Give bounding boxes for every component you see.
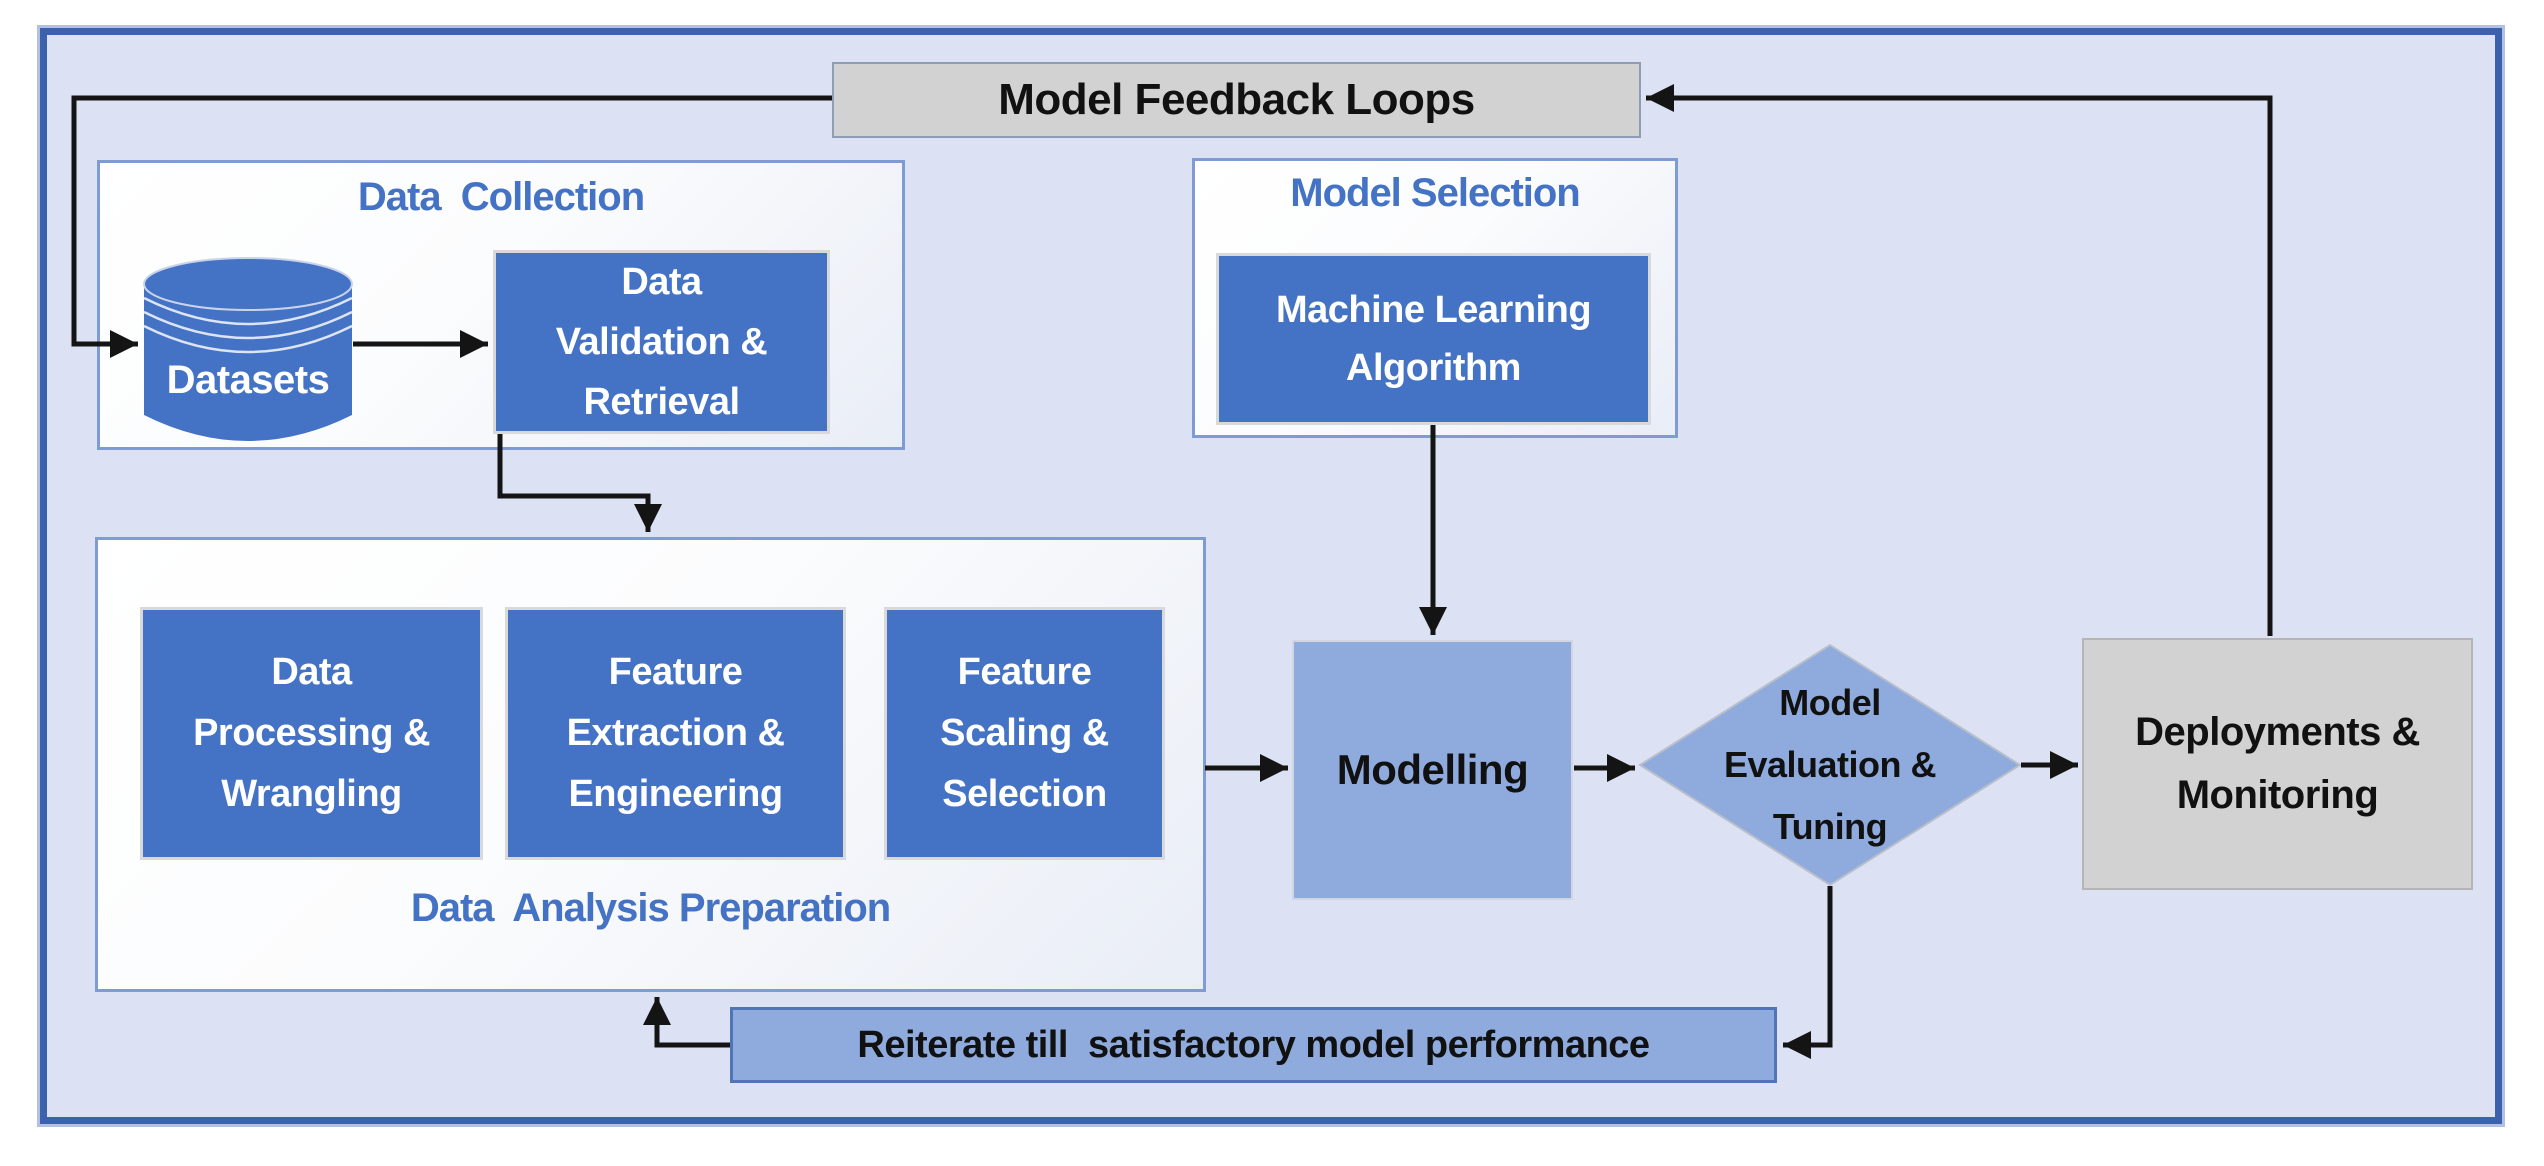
data-collection-title: Data Collection <box>357 175 645 219</box>
arrow-deployments-to-feedback <box>1646 84 2273 636</box>
feature-scaling-line: Selection <box>942 773 1107 815</box>
data-processing-box: Data Processing & Wrangling <box>140 607 483 860</box>
ml-algorithm-box: Machine Learning Algorithm <box>1216 253 1651 425</box>
feature-extraction-line: Engineering <box>568 773 783 815</box>
evaluation-diamond-label: Model Evaluation & Tuning <box>1655 672 2005 858</box>
data-validation-box: Data Validation & Retrieval <box>493 250 830 434</box>
evaluation-line: Tuning <box>1772 806 1888 847</box>
model-feedback-loops-box: Model Feedback Loops <box>832 62 1641 138</box>
data-processing-line: Processing & <box>193 712 430 754</box>
evaluation-line: Model <box>1779 682 1881 723</box>
arrow-evaluation-to-reiterate <box>1783 886 1833 1059</box>
ml-algorithm-line: Machine Learning <box>1275 289 1592 331</box>
modelling-box: Modelling <box>1292 640 1573 900</box>
reiterate-label: Reiterate till satisfactory model perfor… <box>857 1023 1650 1066</box>
feature-extraction-box: Feature Extraction & Engineering <box>505 607 846 860</box>
feature-extraction-line: Feature <box>608 651 743 693</box>
feature-scaling-box: Feature Scaling & Selection <box>884 607 1165 860</box>
modelling-label: Modelling <box>1336 746 1529 793</box>
data-validation-line: Data <box>621 261 702 303</box>
database-cylinder-icon <box>143 257 353 441</box>
data-validation-line: Validation & <box>555 321 768 363</box>
data-validation-line: Retrieval <box>583 381 740 423</box>
deployments-box: Deployments & Monitoring <box>2082 638 2473 890</box>
arrow-feedback-to-datasets <box>71 95 832 358</box>
arrow-validation-to-analysis <box>497 434 662 532</box>
evaluation-line: Evaluation & <box>1723 744 1937 785</box>
datasets-label: Datasets <box>166 358 330 402</box>
data-processing-line: Data <box>271 651 352 693</box>
data-analysis-title: Data Analysis Preparation <box>410 886 891 930</box>
arrow-reiterate-to-analysis <box>643 997 730 1048</box>
reiterate-bar: Reiterate till satisfactory model perfor… <box>730 1007 1777 1083</box>
model-feedback-loops-label: Model Feedback Loops <box>998 75 1475 124</box>
ml-algorithm-line: Algorithm <box>1346 347 1521 389</box>
feature-scaling-line: Scaling & <box>940 712 1109 754</box>
model-selection-title: Model Selection <box>1290 171 1581 215</box>
deployments-line: Monitoring <box>2176 773 2379 817</box>
deployments-line: Deployments & <box>2135 710 2420 754</box>
evaluation-diamond <box>1638 643 2022 887</box>
data-processing-line: Wrangling <box>221 773 402 815</box>
feature-extraction-line: Extraction & <box>566 712 785 754</box>
feature-scaling-line: Feature <box>957 651 1092 693</box>
